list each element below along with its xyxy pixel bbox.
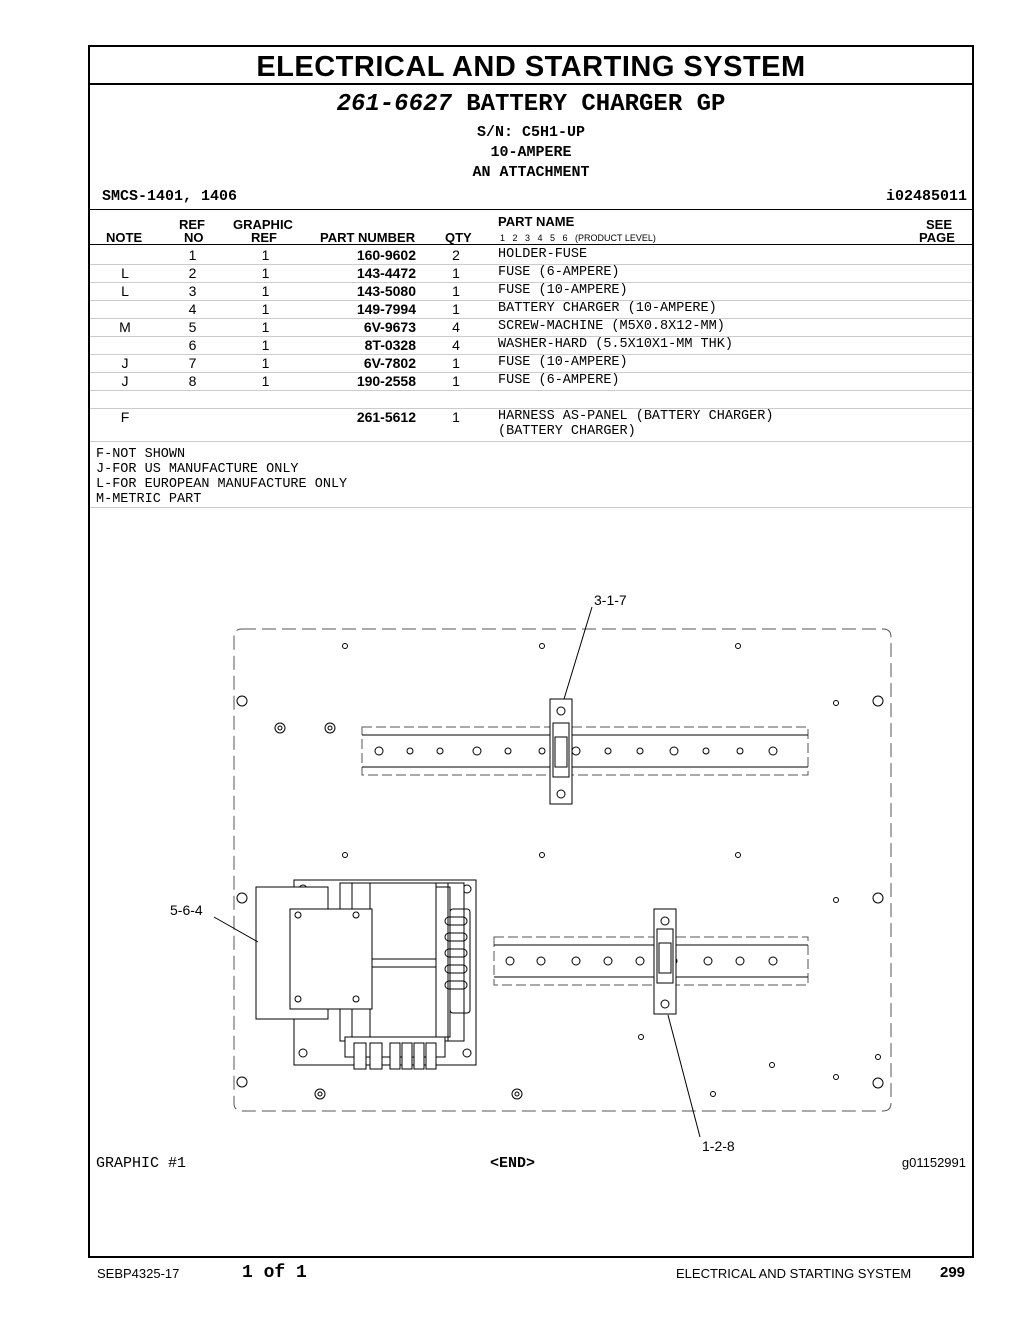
panel-holes	[236, 643, 884, 1100]
illustration-id: i02485011	[885, 188, 967, 205]
col-graphic-bot: REF	[251, 230, 277, 245]
col-note: NOTE	[106, 230, 143, 245]
leader-line-left	[213, 916, 259, 943]
group-title: 261-6627 BATTERY CHARGER GP	[90, 91, 972, 118]
footnote: M-METRIC PART	[96, 492, 202, 507]
lower-din-rail	[493, 936, 809, 986]
page-number: 299	[940, 1264, 966, 1281]
col-ref-top: REF	[179, 217, 205, 232]
section-title: ELECTRICAL AND STARTING SYSTEM	[90, 47, 972, 85]
col-part-number: PART NUMBER	[320, 230, 416, 245]
col-graphic-top: GRAPHIC	[233, 217, 293, 232]
serial-number: S/N: C5H1-UP	[476, 124, 586, 141]
leader-line-bottom	[667, 1014, 701, 1138]
page-frame: ELECTRICAL AND STARTING SYSTEM 261-6627 …	[88, 45, 974, 1258]
callout-3-1-7: 3-1-7	[594, 592, 627, 608]
footnote: L-FOR EUROPEAN MANUFACTURE ONLY	[96, 477, 348, 492]
graphic-label: GRAPHIC #1	[96, 1155, 187, 1172]
callout-5-6-4: 5-6-4	[170, 902, 203, 918]
col-ref-bot: NO	[184, 230, 204, 245]
upper-din-rail	[361, 726, 809, 776]
col-product-level: 1 2 3 4 5 6 (PRODUCT LEVEL)	[500, 233, 656, 243]
footnote: F-NOT SHOWN	[96, 447, 186, 462]
col-qty: QTY	[445, 230, 472, 245]
separator	[90, 244, 972, 245]
leader-line-top	[563, 606, 593, 700]
smcs-code: SMCS-1401, 1406	[102, 188, 238, 205]
upper-fuse-holder	[549, 698, 573, 805]
separator	[90, 507, 972, 508]
footnote: J-FOR US MANUFACTURE ONLY	[96, 462, 299, 477]
document-number: SEBP4325-17	[97, 1266, 180, 1281]
panel-outline	[233, 628, 892, 1112]
page-count: 1 of 1	[242, 1263, 307, 1283]
separator	[90, 209, 972, 210]
callout-1-2-8: 1-2-8	[702, 1138, 735, 1154]
battery-charger	[255, 879, 477, 1070]
lower-fuse-holder	[653, 908, 677, 1015]
group-name: BATTERY CHARGER GP	[466, 91, 726, 118]
col-see-bot: PAGE	[919, 230, 955, 245]
attachment-note: AN ATTACHMENT	[472, 164, 590, 181]
end-marker: <END>	[490, 1155, 536, 1172]
parts-illustration: 3-1-7 5-6-4 1-2-8	[170, 592, 892, 1154]
col-part-name: PART NAME	[498, 214, 575, 229]
group-number: 261-6627	[336, 91, 452, 118]
rating: 10-AMPERE	[490, 144, 572, 161]
col-see-top: SEE	[926, 217, 953, 232]
table-row	[90, 390, 972, 409]
graphic-id: g01152991	[901, 1155, 966, 1170]
footnotes: F-NOT SHOWN J-FOR US MANUFACTURE ONLY L-…	[96, 447, 347, 507]
footer-section: ELECTRICAL AND STARTING SYSTEM	[676, 1266, 912, 1281]
